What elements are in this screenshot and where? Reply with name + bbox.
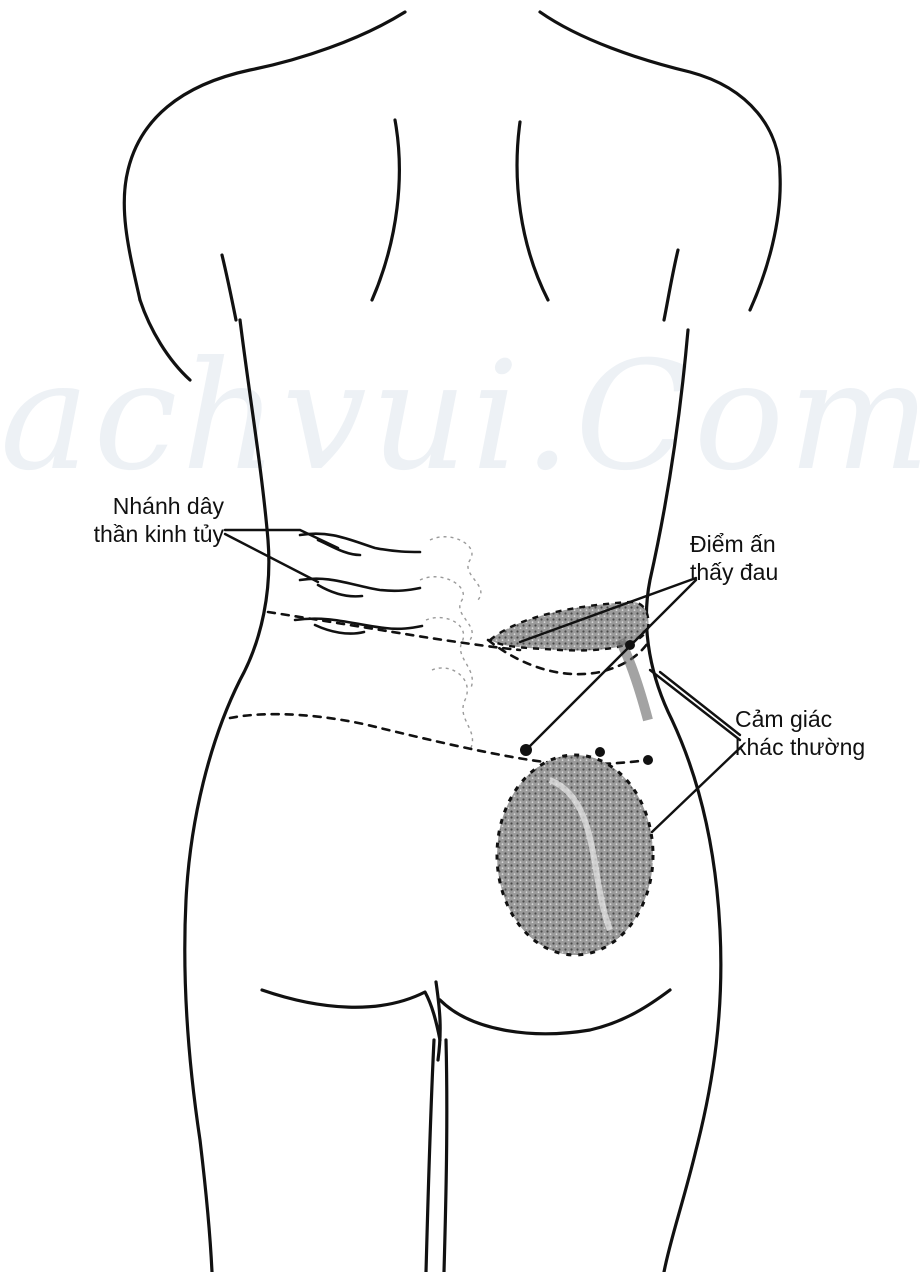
label-nerve-branches: Nhánh dây thần kinh tủy: [14, 492, 224, 548]
label-sensation-line1: Cảm giác: [735, 705, 865, 733]
sensation-area-oval: [497, 755, 653, 955]
label-nerve-line1: Nhánh dây: [14, 492, 224, 520]
label-sensation-line2: khác thường: [735, 733, 865, 761]
label-pain-line2: thấy đau: [690, 558, 778, 586]
label-abnormal-sensation: Cảm giác khác thường: [735, 705, 865, 761]
leader-lines: [225, 530, 742, 832]
label-nerve-line2: thần kinh tủy: [14, 520, 224, 548]
label-pain-points: Điểm ấn thấy đau: [690, 530, 778, 586]
spine: [420, 537, 481, 750]
label-pain-line1: Điểm ấn: [690, 530, 778, 558]
upper-pain-band: [490, 602, 648, 720]
